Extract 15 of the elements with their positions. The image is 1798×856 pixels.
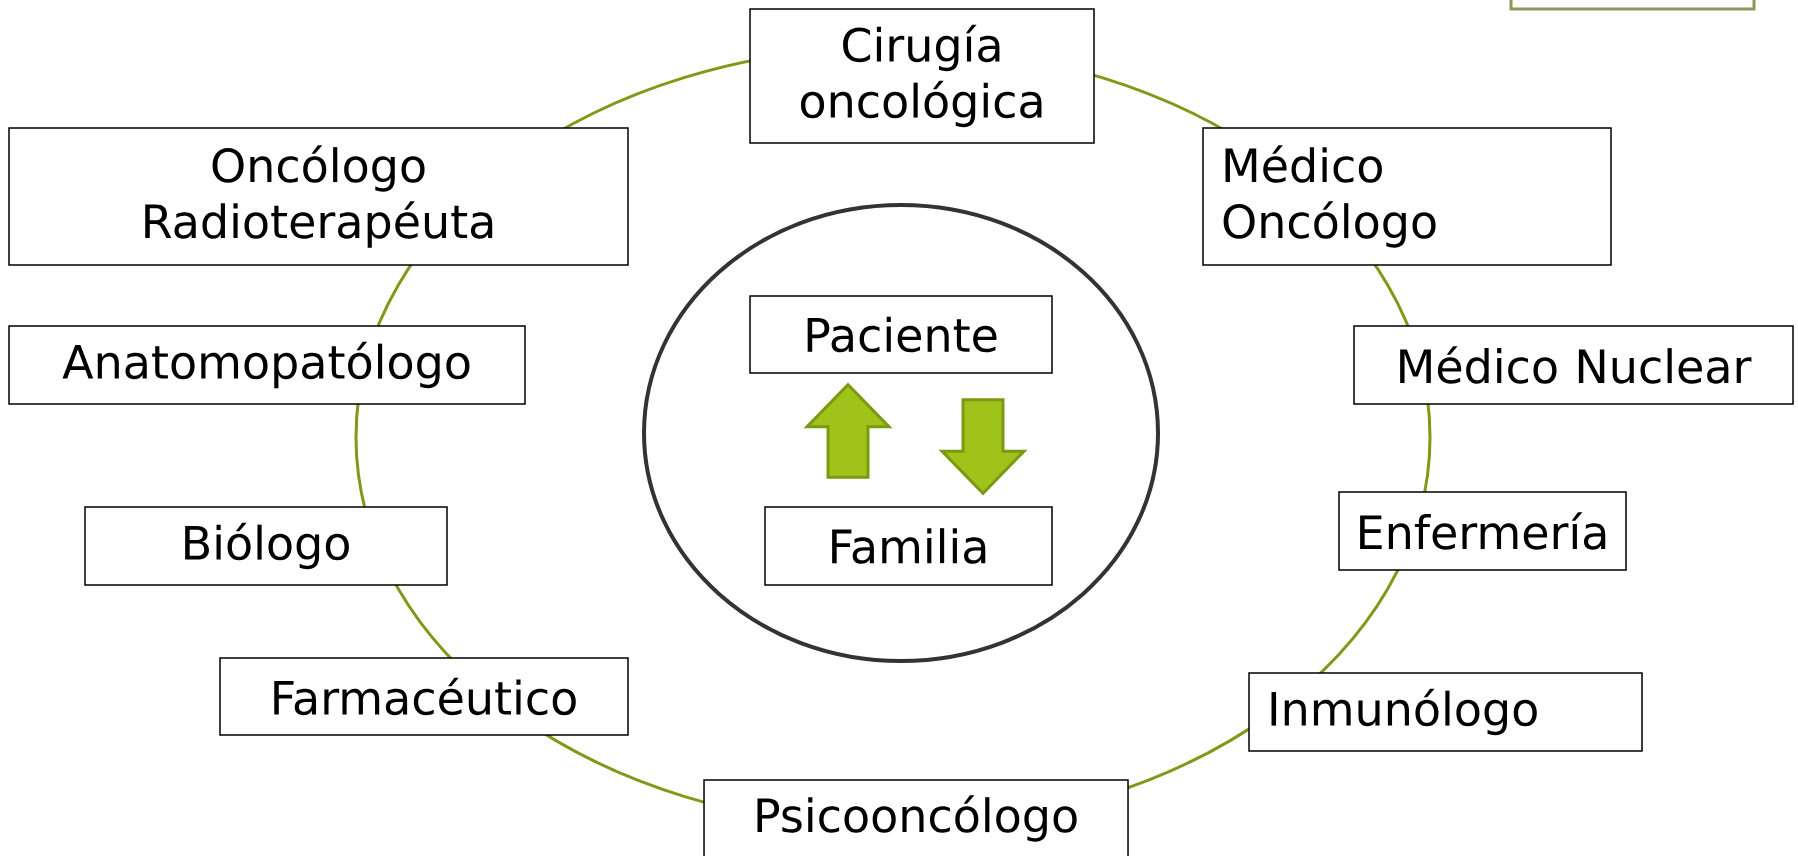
text-box: Farmacéutico <box>219 657 629 736</box>
text-box: Médico Oncólogo <box>1202 127 1612 266</box>
text-box: Enfermería <box>1338 491 1627 571</box>
text-box: Médico Nuclear <box>1353 325 1794 405</box>
text-box: Oncólogo Radioterapéuta <box>8 127 629 266</box>
ellipse-frame <box>642 203 1160 663</box>
text-box: Cirugía oncológica <box>749 8 1095 144</box>
text-box: Psicooncólogo <box>703 779 1129 856</box>
text-box: Anatomopatólogo <box>8 325 526 405</box>
block-arrow <box>803 382 893 479</box>
text-box: Familia <box>764 506 1053 586</box>
text-box: Inmunólogo <box>1248 672 1643 752</box>
text-box: Biólogo <box>84 506 448 586</box>
block-arrow <box>938 398 1028 496</box>
text-box: Paciente <box>749 295 1053 374</box>
